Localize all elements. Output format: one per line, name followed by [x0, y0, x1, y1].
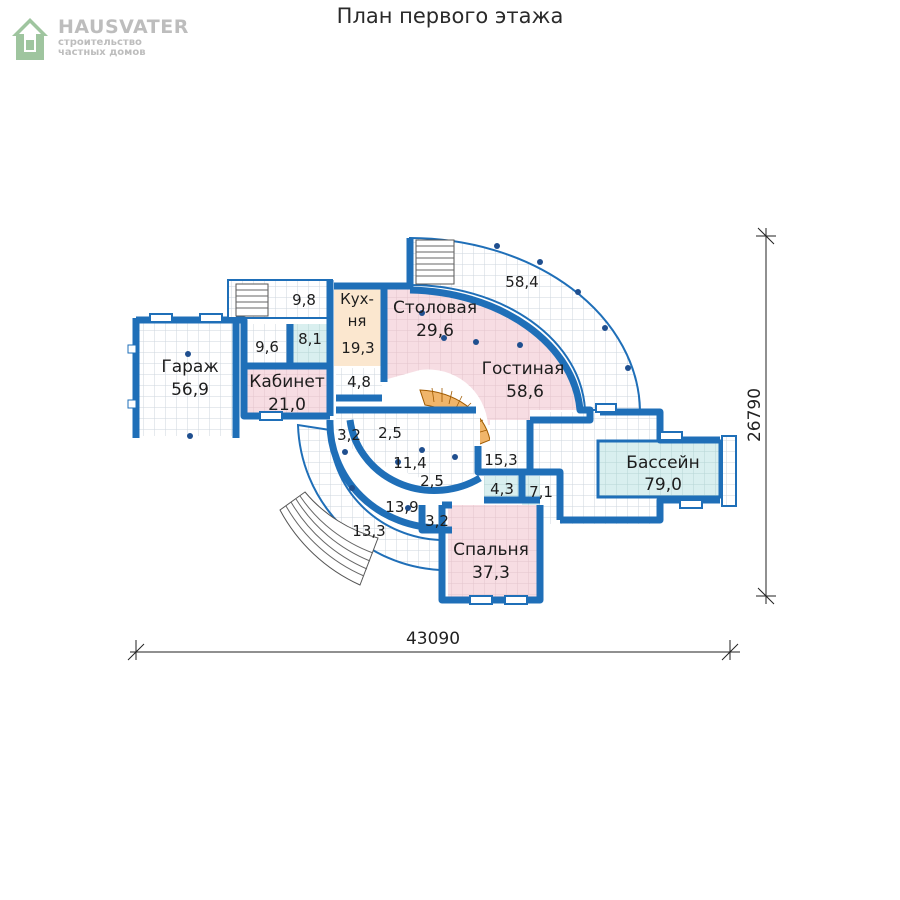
- label-dining: Столовая: [393, 298, 477, 318]
- dimension-width-label: 43090: [406, 629, 460, 649]
- page-title: План первого этажа: [336, 4, 564, 28]
- label-room-4-8: 4,8: [347, 373, 371, 391]
- label-terrace-13-3: 13,3: [352, 522, 385, 540]
- office-room: [244, 368, 330, 414]
- label-hall-11-4: 11,4: [393, 454, 426, 472]
- brand-name: HAUSVATER: [58, 16, 189, 38]
- label-bedroom-area: 37,3: [472, 563, 510, 583]
- label-office: Кабинет: [249, 372, 325, 392]
- stairs-left: [235, 283, 269, 317]
- brand-logo: HAUSVATER строительство частных домов: [10, 14, 220, 66]
- label-room-7-1: 7,1: [529, 483, 553, 501]
- dimension-height: [756, 227, 776, 605]
- label-room-3-2b: 3,2: [425, 512, 449, 530]
- label-room-2-5a: 2,5: [378, 424, 402, 442]
- dimension-width: [127, 640, 740, 661]
- label-room-8-1: 8,1: [298, 330, 322, 348]
- label-bedroom: Спальня: [453, 540, 529, 560]
- pool: [596, 439, 722, 499]
- label-room-4-3: 4,3: [490, 480, 514, 498]
- label-terrace-top: 58,4: [505, 273, 538, 291]
- label-room-2-5b: 2,5: [420, 472, 444, 490]
- label-room-9-6: 9,6: [255, 338, 279, 356]
- room-8-1: [290, 324, 330, 364]
- label-office-area: 21,0: [268, 395, 306, 415]
- brand-tagline-1: строительство: [58, 37, 142, 48]
- room-4-3: [484, 476, 520, 500]
- label-garage: Гараж: [161, 357, 218, 377]
- bedroom-room: [448, 505, 538, 601]
- label-stairs-area: 9,8: [292, 291, 316, 309]
- label-living: Гостиная: [482, 359, 565, 379]
- label-garage-area: 56,9: [171, 380, 209, 400]
- label-hall-15-3: 15,3: [484, 451, 517, 469]
- room-4-8: [336, 368, 382, 396]
- room-9-6: [244, 324, 288, 364]
- label-kitchen-2: ня: [348, 312, 367, 330]
- garage-room: [136, 320, 236, 436]
- label-living-area: 58,6: [506, 382, 544, 402]
- brand-tagline-2: частных домов: [58, 47, 146, 58]
- dining-living-room: [384, 286, 580, 425]
- dimension-height-label: 26790: [745, 388, 765, 442]
- house-logo-icon: [12, 18, 48, 60]
- kitchen-room: [334, 286, 382, 366]
- label-room-3-2a: 3,2: [337, 426, 361, 444]
- label-room-13-9: 13,9: [385, 498, 418, 516]
- central-hall: [336, 410, 480, 490]
- label-pool: Бассейн: [626, 453, 699, 473]
- column-dots: [185, 243, 631, 511]
- label-dining-area: 29,6: [416, 321, 454, 341]
- label-pool-area: 79,0: [644, 475, 682, 495]
- label-kitchen-area: 19,3: [341, 339, 374, 357]
- label-kitchen-1: Кух-: [340, 290, 374, 308]
- terrace-stairs: [415, 239, 455, 285]
- terrace-lower-stairs: [279, 491, 379, 586]
